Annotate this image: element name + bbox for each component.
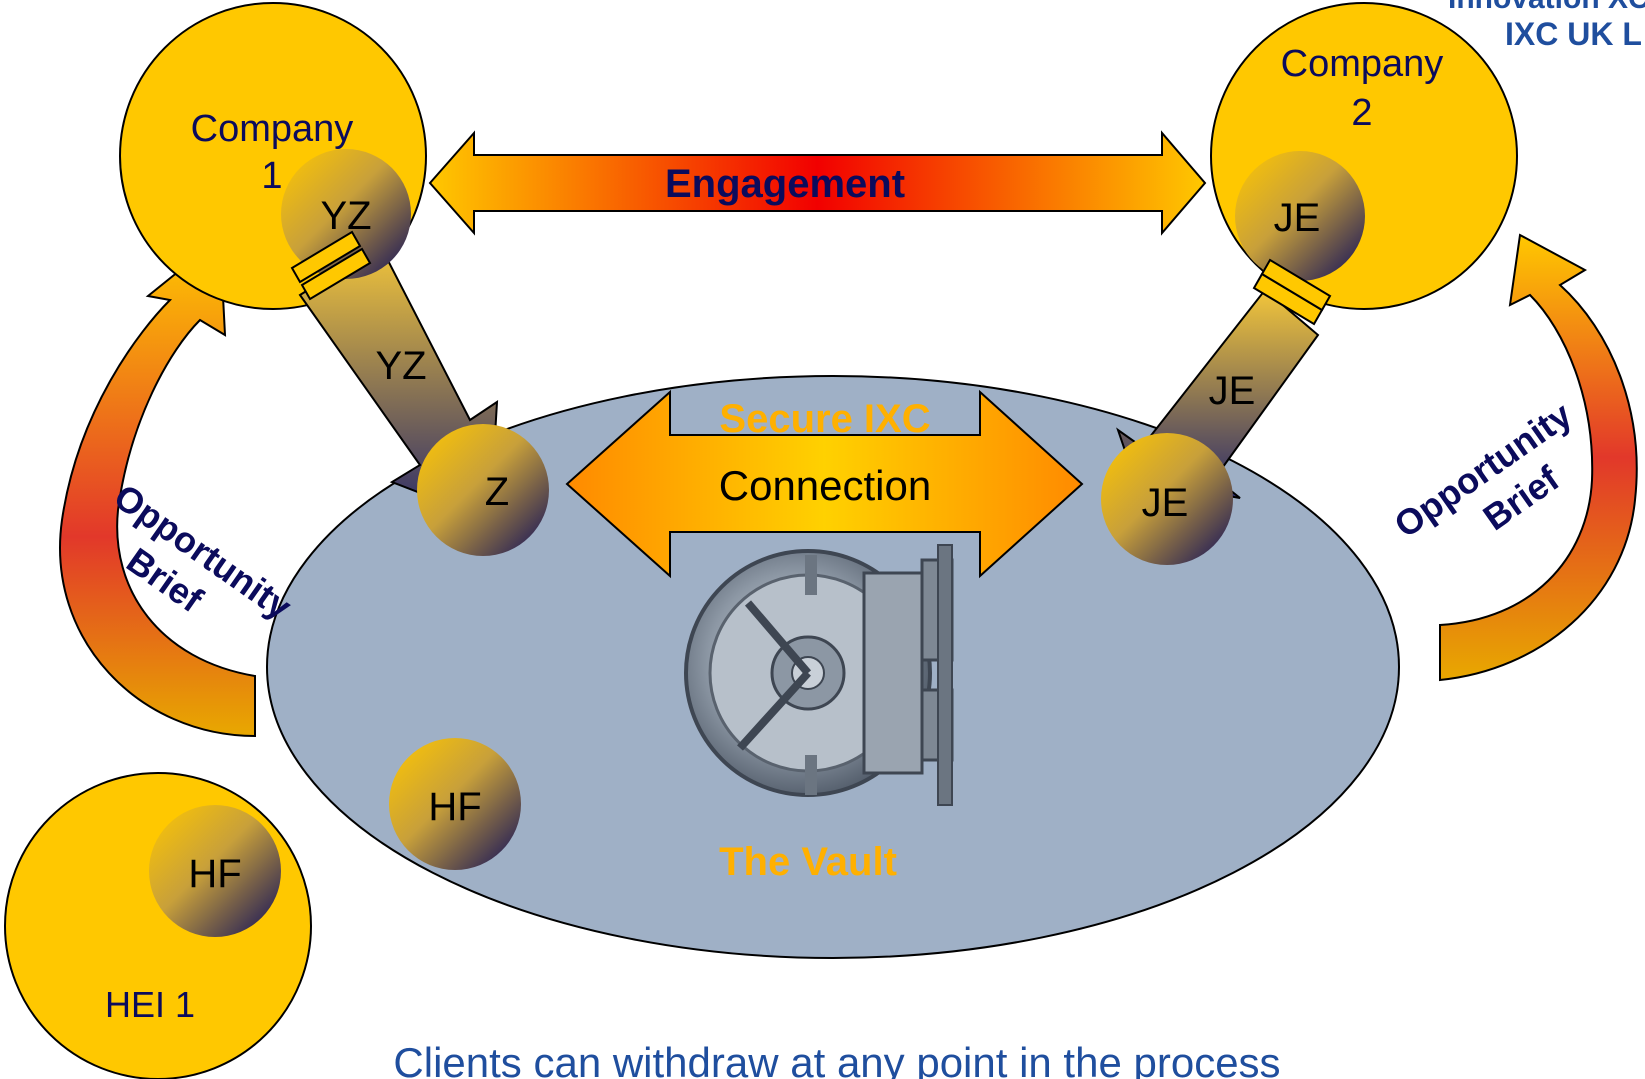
logo-line2: IXC UK L (1505, 16, 1642, 52)
vault-title: The Vault (719, 840, 897, 884)
right-curved-arrow (1439, 233, 1638, 682)
footer-text: Clients can withdraw at any point in the… (393, 1039, 1280, 1079)
company1-token-label: YZ (320, 194, 371, 238)
hei1-circle (4, 772, 312, 1079)
logo: Innovation XC IXC UK L (1448, 0, 1645, 52)
hei1-name: HEI 1 (105, 984, 195, 1025)
company1-slot (290, 230, 372, 301)
engagement-arrow (428, 130, 1207, 236)
left-curved-arrow (59, 235, 256, 738)
vault-token-left (417, 424, 549, 556)
logo-line1: Innovation XC (1448, 0, 1645, 15)
company2-name-line2: 2 (1351, 92, 1372, 134)
company2-token (1235, 151, 1365, 281)
vault-token-right (1101, 433, 1233, 565)
connection-label: Connection (719, 462, 931, 509)
company2-name-line1: Company (1281, 43, 1444, 85)
hei1-token (149, 805, 281, 937)
vault-token-left-label: Z (485, 470, 509, 514)
engagement-label: Engagement (665, 162, 905, 206)
hei1-token-label: HF (188, 852, 241, 896)
connection-arrow (565, 389, 1084, 579)
vault-door-icon (684, 544, 954, 806)
company2-slot (1252, 258, 1332, 326)
company2-token-label: JE (1274, 196, 1321, 240)
company1-token (281, 149, 411, 279)
left-arrow-token-label: YZ (375, 344, 426, 388)
secure-label: Secure IXC (719, 397, 930, 441)
vault-token-hf-label: HF (428, 785, 481, 829)
vault-token-hf (389, 738, 521, 870)
vault-token-right-label: JE (1142, 481, 1189, 525)
right-arrow-token-label: JE (1209, 369, 1256, 413)
company1-name-line2: 1 (261, 155, 282, 197)
company1-name-line1: Company (191, 108, 354, 150)
